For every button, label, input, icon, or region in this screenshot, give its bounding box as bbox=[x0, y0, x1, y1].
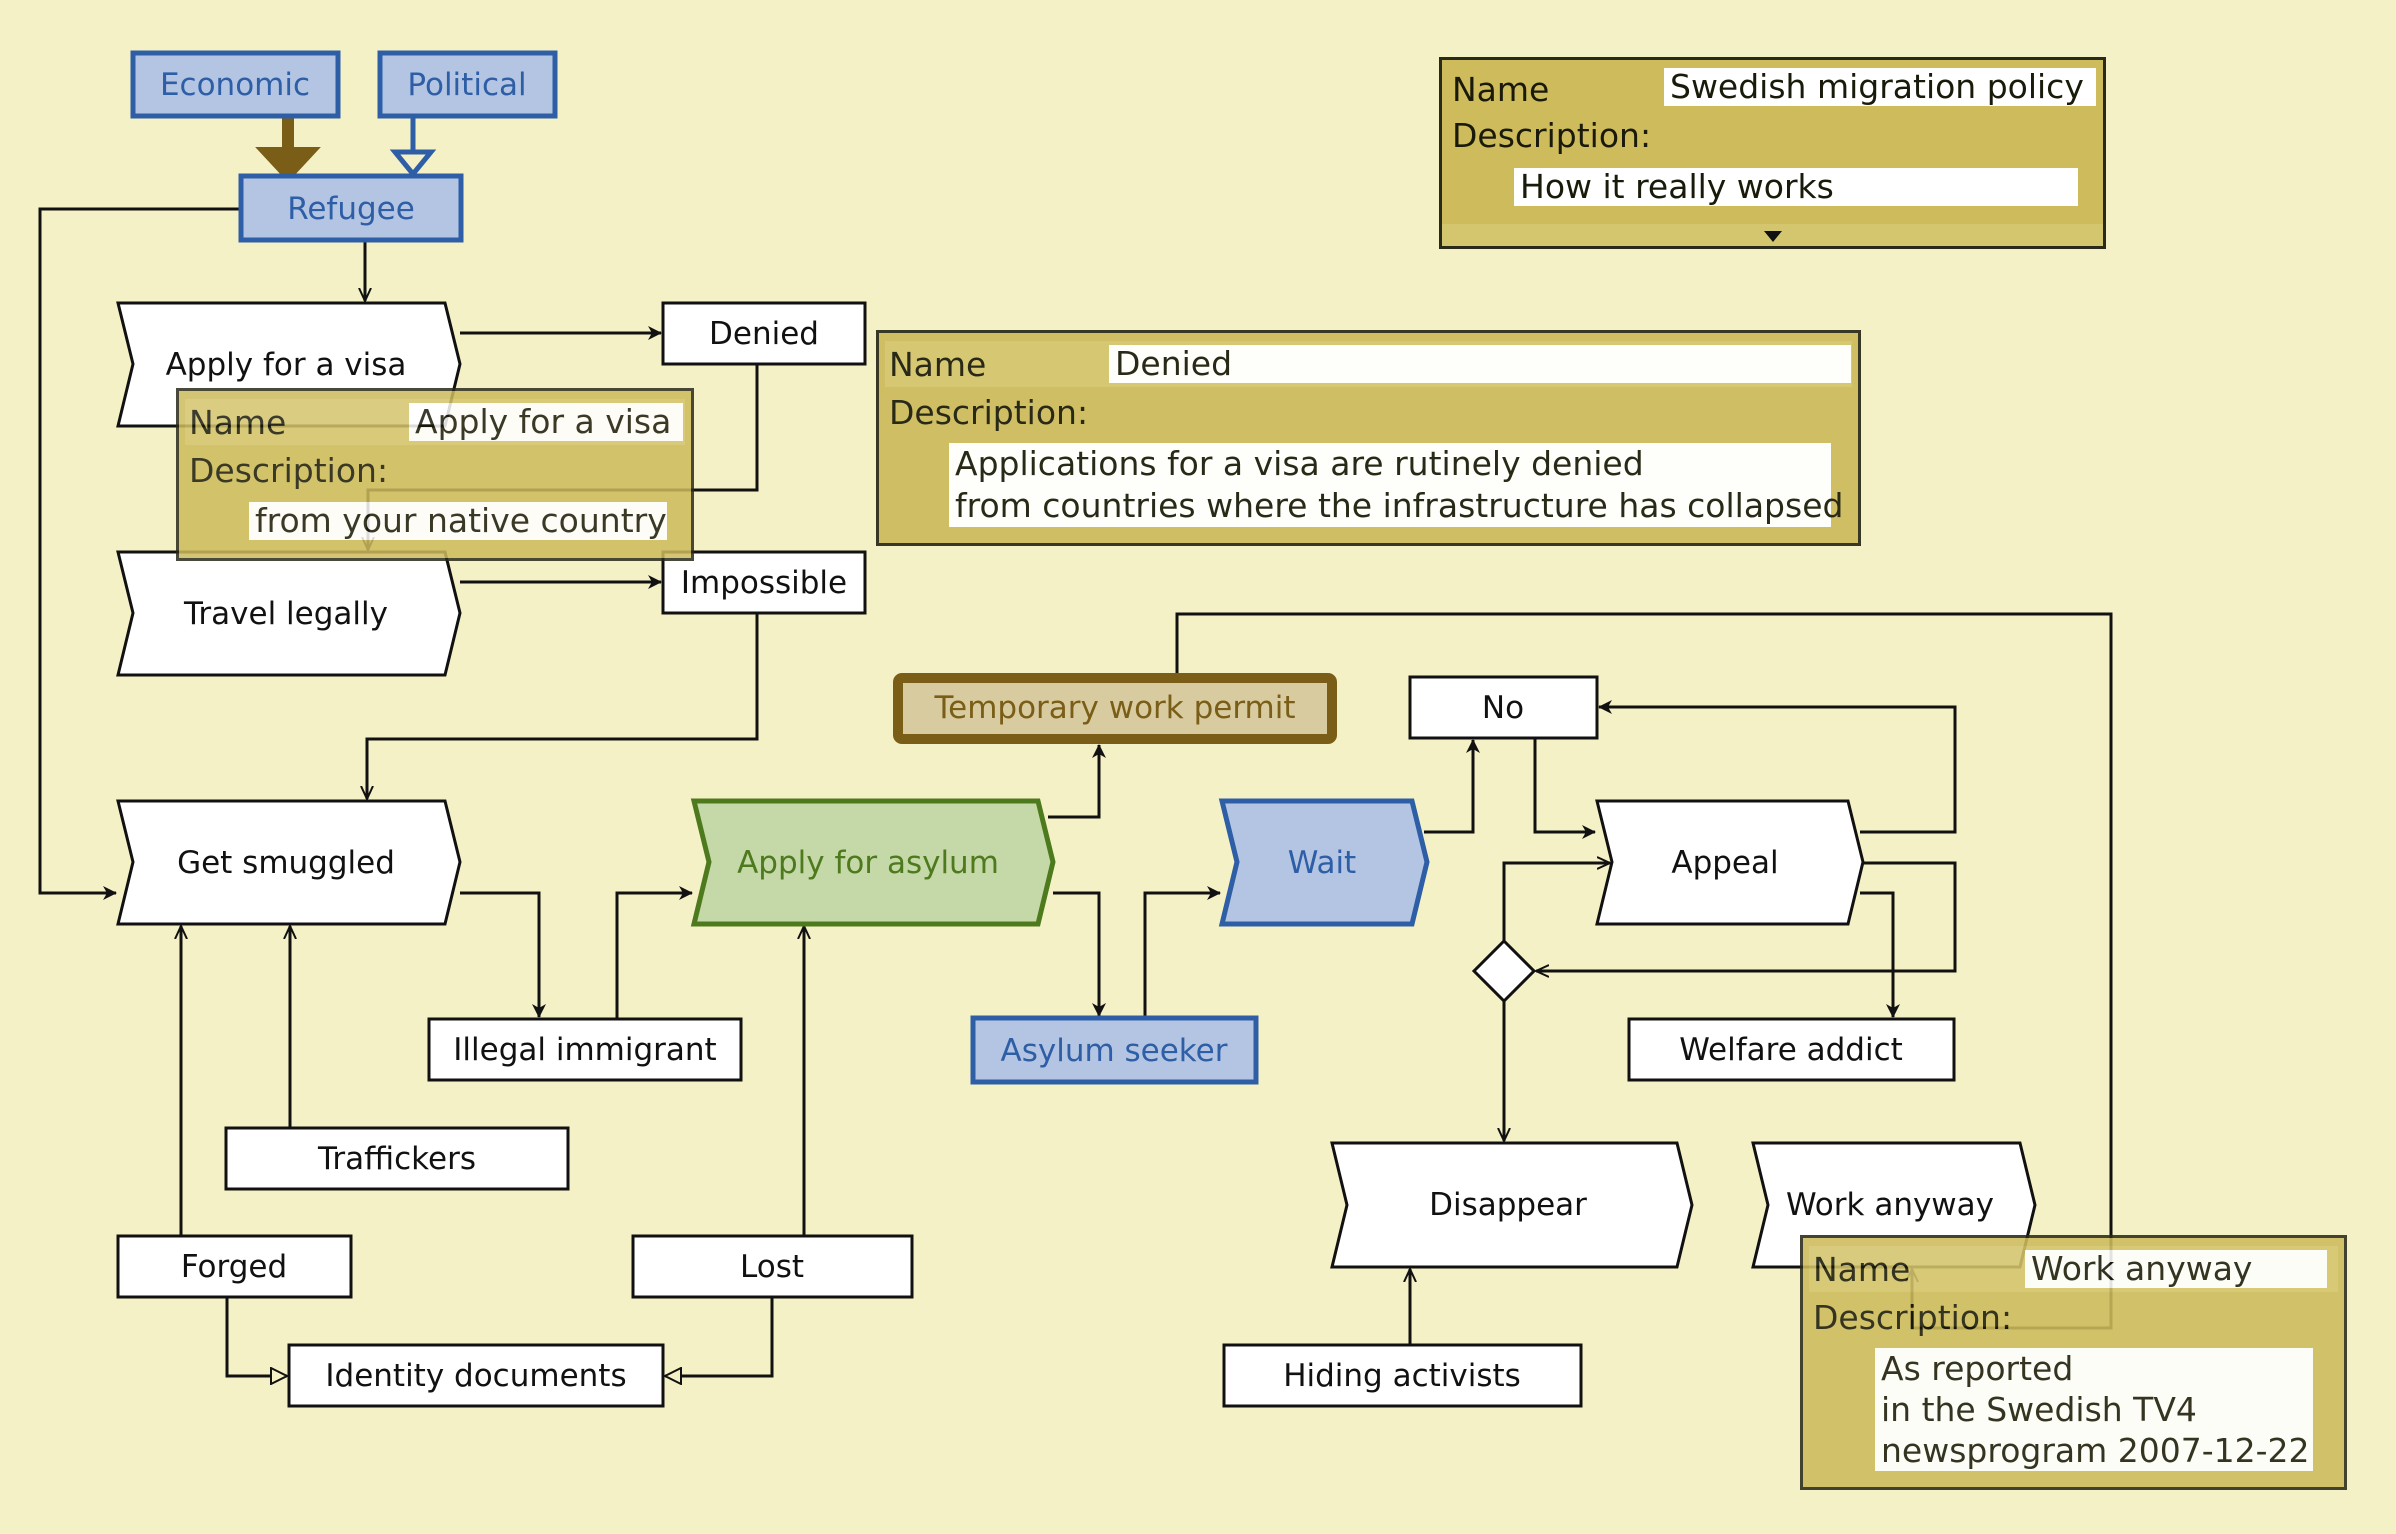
node-label: Apply for asylum bbox=[737, 845, 999, 881]
node-no[interactable]: No bbox=[1408, 675, 1599, 740]
node-asylum-seeker[interactable]: Asylum seeker bbox=[970, 1015, 1259, 1085]
node-label: Disappear bbox=[1429, 1187, 1587, 1223]
description-field[interactable]: from your native country bbox=[249, 502, 667, 540]
node-appeal[interactable]: Appeal bbox=[1595, 799, 1865, 926]
description-label: Description: bbox=[1452, 116, 1652, 155]
name-field[interactable]: Denied bbox=[1109, 345, 1851, 383]
edge-political-refugee-head bbox=[389, 149, 437, 178]
node-label: Illegal immigrant bbox=[453, 1032, 716, 1068]
edges bbox=[38, 116, 2113, 1376]
node-label: Welfare addict bbox=[1679, 1032, 1903, 1068]
node-illegal-immigrant[interactable]: Illegal immigrant bbox=[427, 1017, 743, 1082]
node-disappear[interactable]: Disappear bbox=[1330, 1141, 1694, 1269]
name-label: Name bbox=[1452, 70, 1550, 109]
node-welfare-addict[interactable]: Welfare addict bbox=[1627, 1017, 1956, 1082]
node-refugee[interactable]: Refugee bbox=[238, 173, 464, 243]
node-wait[interactable]: Wait bbox=[1218, 798, 1430, 927]
work-anyway-properties-panel: Name Work anyway Description: As reporte… bbox=[1800, 1235, 2347, 1490]
node-label: Travel legally bbox=[183, 596, 388, 632]
node-identity-documents[interactable]: Identity documents bbox=[287, 1343, 665, 1408]
node-temporary-work-permit[interactable]: Temporary work permit bbox=[893, 673, 1337, 744]
edge-appeal-no[interactable] bbox=[1598, 700, 1957, 834]
name-field[interactable]: Swedish migration policy bbox=[1664, 68, 2096, 106]
edge-appeal-decision[interactable] bbox=[1536, 861, 1957, 971]
node-get-smuggled[interactable]: Get smuggled bbox=[116, 799, 462, 926]
node-forged[interactable]: Forged bbox=[116, 1234, 353, 1299]
node-travel-legally[interactable]: Travel legally bbox=[116, 550, 462, 677]
description-field[interactable]: As reported in the Swedish TV4 newsprogr… bbox=[1875, 1348, 2313, 1471]
description-label: Description: bbox=[1813, 1298, 2013, 1337]
name-label: Name bbox=[1813, 1250, 1911, 1289]
edge-no-appeal[interactable] bbox=[1533, 738, 1596, 839]
edge-asylumseeker-wait[interactable] bbox=[1143, 886, 1221, 1018]
node-label: Lost bbox=[740, 1249, 804, 1285]
description-field[interactable]: How it really works bbox=[1514, 168, 2078, 206]
panel-expander[interactable] bbox=[1442, 224, 2103, 246]
edge-lost-identity[interactable] bbox=[665, 1297, 774, 1376]
node-label: Denied bbox=[709, 316, 819, 352]
node-label: Economic bbox=[160, 67, 310, 103]
name-field[interactable]: Apply for a visa bbox=[409, 403, 683, 441]
nodes: Economic Political Refugee Apply for a v… bbox=[116, 50, 2037, 1408]
name-label: Name bbox=[889, 345, 987, 384]
edge-appeal-welfare[interactable] bbox=[1860, 891, 1900, 1018]
description-label: Description: bbox=[189, 451, 389, 490]
edge-economic-refugee-head bbox=[255, 147, 321, 183]
edge-refugee-getsmuggled[interactable] bbox=[38, 207, 241, 900]
edge-wait-no[interactable] bbox=[1424, 739, 1480, 834]
node-label: Traffickers bbox=[317, 1141, 476, 1177]
node-impossible[interactable]: Impossible bbox=[661, 550, 867, 615]
node-label: Political bbox=[407, 67, 526, 103]
node-political[interactable]: Political bbox=[377, 50, 558, 119]
edge-forged-identity[interactable] bbox=[225, 1297, 287, 1376]
apply-visa-properties-panel: Name Apply for a visa Description: from … bbox=[176, 388, 694, 561]
node-label: Appeal bbox=[1671, 845, 1778, 881]
node-label: Impossible bbox=[681, 565, 847, 601]
edge-impossible-getsmuggled[interactable] bbox=[367, 613, 759, 799]
decision-diamond[interactable] bbox=[1471, 938, 1537, 1004]
node-lost[interactable]: Lost bbox=[631, 1234, 914, 1299]
node-traffickers[interactable]: Traffickers bbox=[224, 1126, 570, 1191]
node-label: Refugee bbox=[287, 191, 415, 227]
node-label: No bbox=[1482, 690, 1524, 726]
node-label: Work anyway bbox=[1786, 1187, 1994, 1223]
diagram-properties-panel: Name Swedish migration policy Descriptio… bbox=[1439, 57, 2106, 249]
node-label: Temporary work permit bbox=[933, 690, 1295, 726]
name-label: Name bbox=[189, 403, 287, 442]
chevron-down-icon bbox=[1763, 231, 1782, 242]
node-denied[interactable]: Denied bbox=[661, 301, 867, 366]
node-label: Hiding activists bbox=[1283, 1358, 1521, 1394]
node-label: Asylum seeker bbox=[1001, 1033, 1228, 1069]
description-field[interactable]: Applications for a visa are rutinely den… bbox=[949, 443, 1843, 527]
denied-properties-panel: Name Denied Description: Applications fo… bbox=[876, 330, 1861, 546]
node-label: Forged bbox=[181, 1249, 287, 1285]
node-label: Identity documents bbox=[325, 1358, 626, 1394]
edge-applyasylum-twp[interactable] bbox=[1048, 744, 1106, 819]
edge-decision-appeal[interactable] bbox=[1502, 863, 1610, 941]
node-label: Wait bbox=[1288, 845, 1356, 881]
edge-getsmuggled-illegal[interactable] bbox=[460, 891, 546, 1018]
node-label: Apply for a visa bbox=[166, 347, 407, 383]
edge-applyasylum-asylumseeker[interactable] bbox=[1053, 891, 1106, 1017]
node-label: Get smuggled bbox=[177, 845, 395, 881]
name-field[interactable]: Work anyway bbox=[2025, 1250, 2327, 1288]
description-label: Description: bbox=[889, 393, 1089, 432]
edge-illegal-applyasylum[interactable] bbox=[615, 886, 693, 1019]
node-apply-asylum[interactable]: Apply for asylum bbox=[690, 798, 1056, 927]
node-hiding-activists[interactable]: Hiding activists bbox=[1222, 1343, 1583, 1408]
node-economic[interactable]: Economic bbox=[130, 50, 341, 119]
